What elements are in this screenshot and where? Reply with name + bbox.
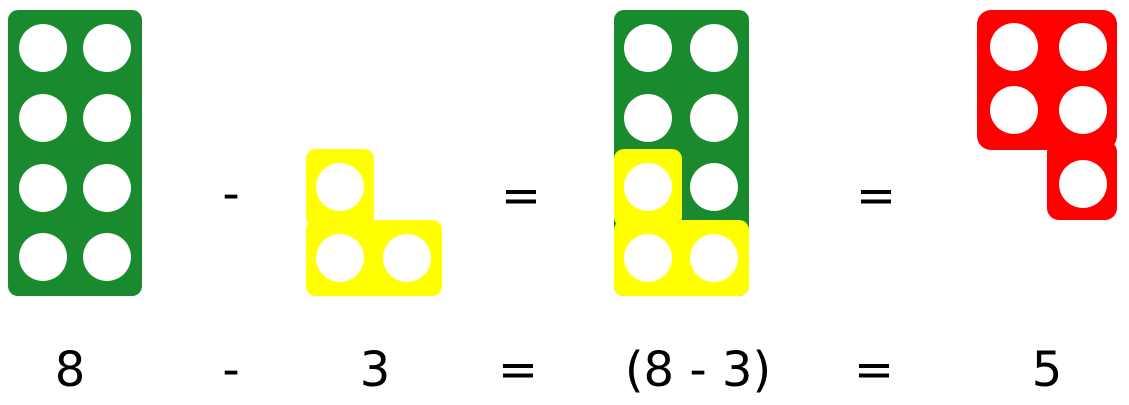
- label-result: 5: [1031, 342, 1063, 398]
- numicon-eight-body: [8, 10, 142, 296]
- label-expression: (8 - 3): [624, 342, 772, 398]
- hole: [316, 234, 364, 282]
- numicon-eight-minus-three: [614, 10, 749, 296]
- label-second-number: 3: [359, 342, 391, 398]
- hole: [19, 233, 67, 281]
- hole: [690, 163, 738, 211]
- hole: [690, 94, 738, 142]
- hole: [690, 234, 738, 282]
- label-equals-sign-2: =: [853, 342, 895, 398]
- hole: [624, 24, 672, 72]
- hole: [1059, 86, 1107, 134]
- hole: [83, 24, 131, 72]
- picture-minus-sign: -: [222, 166, 240, 222]
- hole: [990, 86, 1038, 134]
- label-minus-sign: -: [222, 342, 240, 398]
- hole: [990, 23, 1038, 71]
- numicon-three-yellow: [306, 149, 442, 296]
- hole: [83, 164, 131, 212]
- numicon-five-red: [977, 10, 1117, 220]
- picture-equals-sign-1: =: [500, 168, 542, 224]
- hole: [1059, 160, 1107, 208]
- hole: [316, 163, 364, 211]
- hole: [624, 234, 672, 282]
- hole: [83, 233, 131, 281]
- numicon-eight-green: [8, 10, 142, 296]
- hole: [19, 164, 67, 212]
- label-equals-sign-1: =: [497, 342, 539, 398]
- hole: [624, 94, 672, 142]
- hole: [624, 163, 672, 211]
- hole: [83, 94, 131, 142]
- hole: [690, 24, 738, 72]
- picture-equals-sign-2: =: [855, 168, 897, 224]
- hole: [1059, 23, 1107, 71]
- hole: [19, 94, 67, 142]
- label-first-number: 8: [54, 342, 86, 398]
- hole: [19, 24, 67, 72]
- hole: [383, 234, 431, 282]
